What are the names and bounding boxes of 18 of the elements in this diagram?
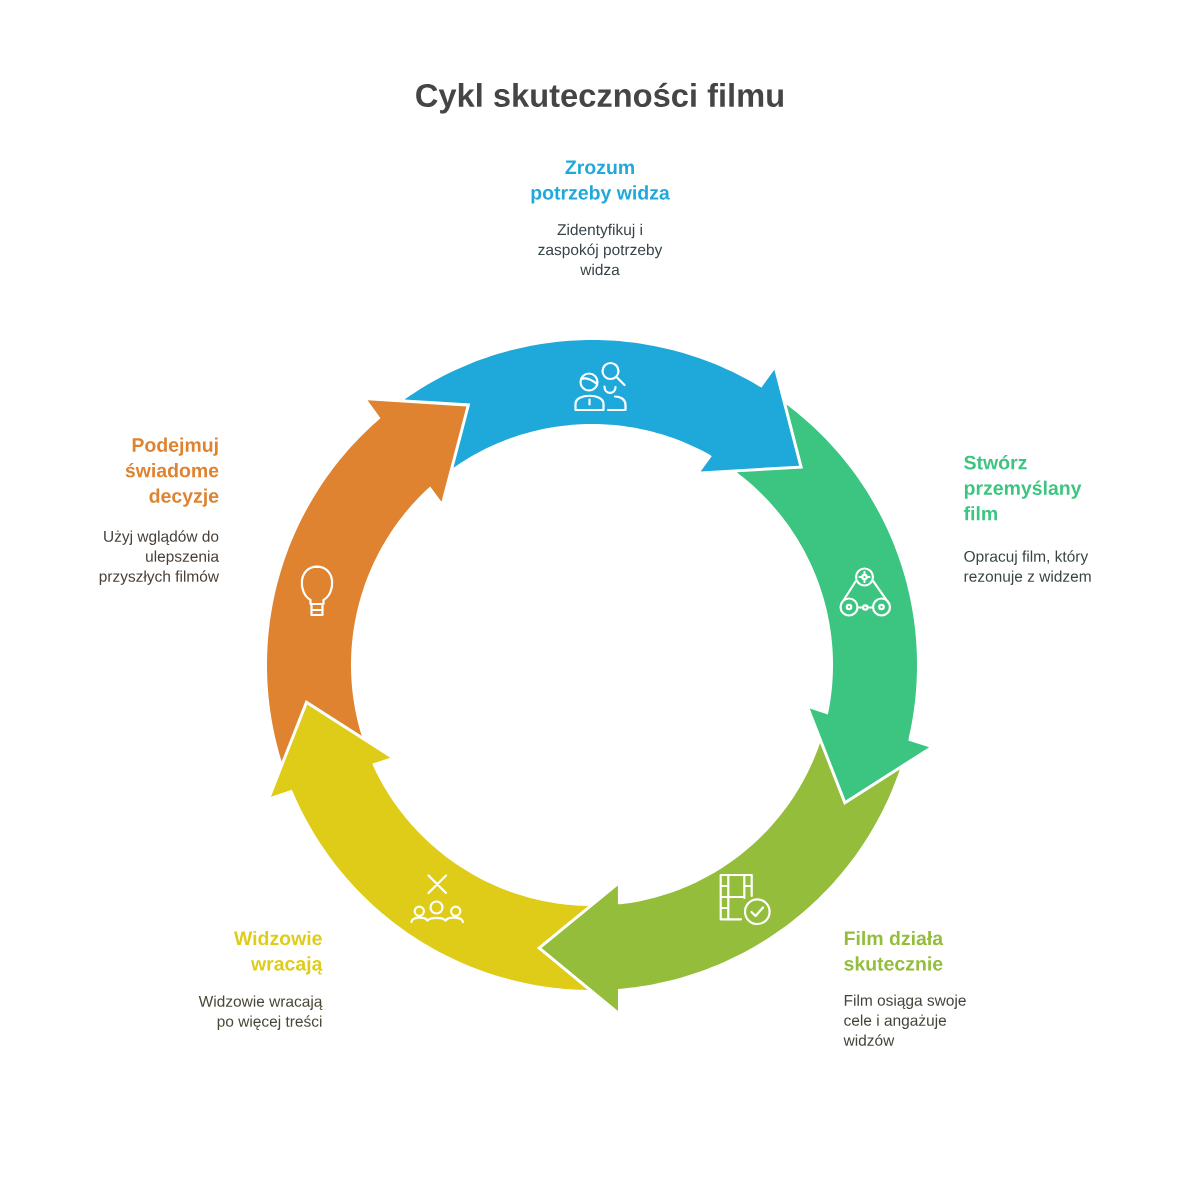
step-description: Zidentyfikuj i zaspokój potrzeby widza <box>538 223 663 276</box>
step-description: Widzowie wracają po więcej treści <box>198 995 323 1030</box>
step-heading: Film działa skutecznie <box>844 930 944 971</box>
step-heading: Podejmuj świadome decyzje <box>125 437 219 507</box>
title: Cykl skuteczności filmu <box>416 82 783 114</box>
arrowhead <box>270 704 391 797</box>
ring-segment <box>736 404 917 741</box>
step-description: Użyj wglądów do ulepszenia przyszłych filmów <box>99 530 220 585</box>
step-description: Film osiąga swoje cele i angażuje widzów <box>843 994 966 1046</box>
step-heading: Stwórz przemyślany film <box>963 455 1082 521</box>
ring-segment <box>404 340 762 468</box>
arrowhead <box>367 400 467 502</box>
step-description: Opracuj film, który rezonuje z widzem <box>964 550 1091 585</box>
ring-segment <box>267 418 431 762</box>
step-heading: Widzowie wracają <box>233 930 323 975</box>
arrowhead <box>541 885 620 1012</box>
step-heading: Zrozum potrzeby widza <box>531 160 670 204</box>
arrowhead <box>809 708 930 801</box>
